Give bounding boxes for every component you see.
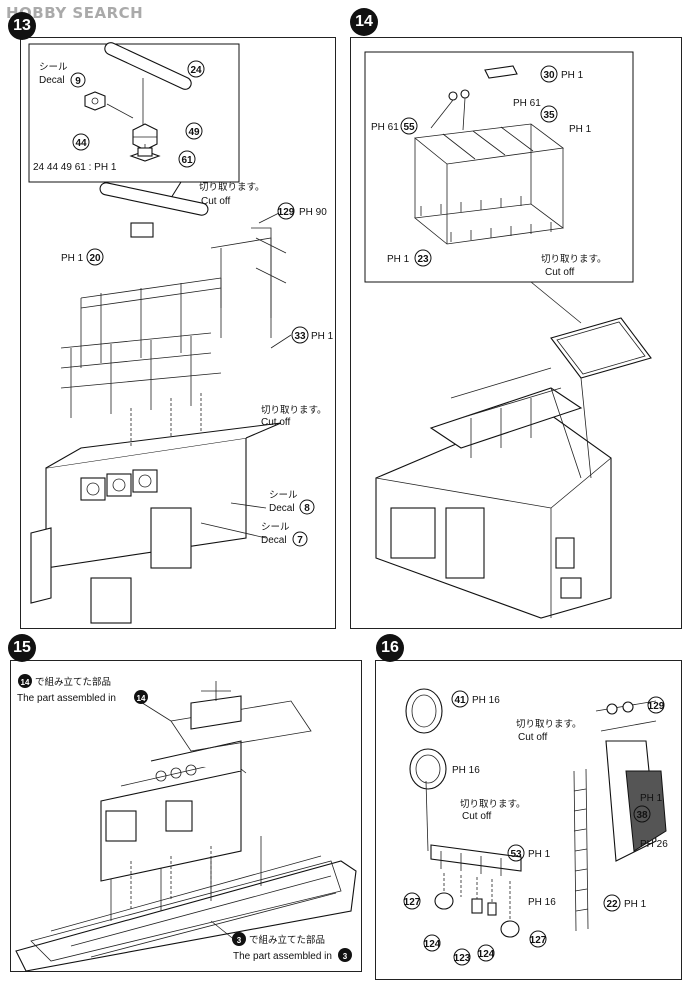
part-41: 41 [454, 695, 466, 706]
part-55: 55 [403, 122, 415, 133]
upper-frame-part-35 [414, 123, 565, 244]
part-22-runner: PH 1 [624, 899, 647, 910]
radar-bar-part-24 [104, 42, 192, 90]
part-20-runner: PH 1 [61, 253, 84, 264]
part-127-b: 127 [530, 935, 547, 946]
assembled-in-14-en: The part assembled in [17, 693, 116, 704]
small-parts-55 [430, 89, 470, 131]
part-124-b: 124 [478, 949, 495, 960]
rack-runner: PH 16 [528, 897, 556, 908]
cabin-assembly [100, 681, 312, 882]
cutoff-label-2-en: Cut off [261, 417, 290, 428]
cutoff-label-jp: 切り取ります。 [199, 182, 265, 193]
part-35-runner: PH 1 [569, 124, 592, 135]
assembled-in-3-en: The part assembled in [233, 951, 332, 962]
life-ring-part-41 [405, 688, 443, 734]
inset-railing-box [364, 51, 634, 283]
part-41-runner: PH 16 [472, 695, 500, 706]
ref-step-3-icon: 3 [237, 936, 242, 945]
decal-label-7-en: Decal [261, 535, 287, 546]
seal-label-9-jp: シール [39, 62, 68, 73]
cutoff-label-16b-jp: 切り取ります。 [516, 719, 582, 730]
part-61: 61 [181, 155, 193, 166]
part-38: 38 [636, 810, 648, 821]
step-15-panel: 14 で組み立てた部品 The part assembled in 14 3 で… [10, 660, 362, 972]
radar-base-part-49 [132, 123, 158, 151]
part-23: 23 [417, 254, 429, 265]
part-129-16: 129 [648, 701, 665, 712]
seal-label-7-jp: シール [261, 522, 290, 533]
part-129: 129 [278, 207, 295, 218]
part-30: 30 [543, 70, 555, 81]
part-38-runner: PH 1 [640, 793, 663, 804]
assembled-in-14-jp: で組み立てた部品 [35, 676, 111, 688]
wheelhouse-roof-assembly [375, 317, 652, 619]
step-16-diagram: 41 PH 16 PH 16 切り取ります。 Cut off 53 PH 1 P… [403, 688, 668, 966]
decal-label-8-en: Decal [269, 503, 295, 514]
lower-frame-part-23 [414, 196, 565, 245]
cutoff-label-16a-jp: 切り取ります。 [460, 799, 526, 810]
part-24: 24 [190, 65, 202, 76]
part-23-runner: PH 1 [387, 254, 410, 265]
seal-label-8-jp: シール [269, 490, 298, 501]
ring-holder-part [409, 748, 447, 790]
part-49: 49 [188, 127, 200, 138]
cutoff-label-2-jp: 切り取ります。 [261, 405, 327, 416]
part-124-a: 124 [424, 939, 441, 950]
part-123: 123 [454, 953, 471, 964]
wheelhouse-cabin [30, 422, 282, 624]
rack-part-53 [425, 780, 522, 876]
cutoff-label-16b-en: Cut off [518, 732, 547, 743]
part-35: 35 [543, 110, 555, 121]
decal-label-9-en: Decal [39, 75, 65, 86]
boat-hull [15, 836, 357, 972]
ladder-part-22 [573, 768, 589, 932]
part-53-runner: PH 1 [528, 849, 551, 860]
cutoff-label-16a-en: Cut off [462, 811, 491, 822]
cutoff-label-14-jp: 切り取ります。 [541, 254, 607, 265]
part-20: 20 [89, 253, 101, 264]
part-38-sub-runner: PH 26 [640, 839, 668, 850]
part-129-runner: PH 90 [299, 207, 327, 218]
ring-holder-runner: PH 16 [452, 765, 480, 776]
watermark: HOBBY SEARCH [6, 4, 144, 22]
inset-parts-legend: 24 44 49 61 : PH 1 [33, 162, 117, 173]
part-22: 22 [606, 899, 618, 910]
light-bar-part-30 [484, 65, 518, 79]
step-13-diagram: シール Decal 9 24 44 49 61 24 44 49 61 : PH… [28, 42, 334, 624]
part-33: 33 [294, 331, 306, 342]
step-14-diagram: 30 PH 1 PH 61 35 PH 1 PH 61 55 PH 1 23 切… [364, 51, 652, 619]
part-33-runner: PH 1 [311, 331, 334, 342]
part-30-sub-runner: PH 61 [513, 98, 541, 109]
part-30-runner: PH 1 [561, 70, 584, 81]
step-13-number: 13 [8, 12, 36, 40]
mast-frame-assembly [60, 182, 287, 418]
assembled-in-3-jp: で組み立てた部品 [249, 934, 325, 946]
cutoff-label-en: Cut off [201, 196, 230, 207]
part-7: 7 [297, 535, 303, 546]
ref-step-3-icon-2: 3 [343, 952, 348, 961]
inset-radar-box [28, 43, 240, 183]
step-14-panel: 30 PH 1 PH 61 35 PH 1 PH 61 55 PH 1 23 切… [350, 37, 682, 629]
part-8: 8 [304, 503, 310, 514]
buoy-parts-124-123-127 [434, 873, 520, 938]
part-9: 9 [75, 76, 81, 87]
step-15-number: 15 [8, 634, 36, 662]
step-16-number: 16 [376, 634, 404, 662]
ref-step-14-icon: 14 [21, 678, 30, 687]
step-14-number: 14 [350, 8, 378, 36]
part-53: 53 [510, 849, 522, 860]
step-16-panel: 41 PH 16 PH 16 切り取ります。 Cut off 53 PH 1 P… [375, 660, 682, 980]
step-15-diagram: 14 で組み立てた部品 The part assembled in 14 3 で… [15, 674, 357, 972]
part-55-runner: PH 61 [371, 122, 399, 133]
part-44: 44 [75, 138, 87, 149]
step-13-panel: シール Decal 9 24 44 49 61 24 44 49 61 : PH… [20, 37, 336, 629]
ref-step-14-icon-2: 14 [137, 694, 146, 703]
part-127-a: 127 [404, 897, 421, 908]
base-plate-part-61 [129, 147, 161, 162]
bracket-part-44 [84, 91, 106, 111]
cutoff-label-14-en: Cut off [545, 267, 574, 278]
mast-side-part-38 [595, 700, 667, 862]
